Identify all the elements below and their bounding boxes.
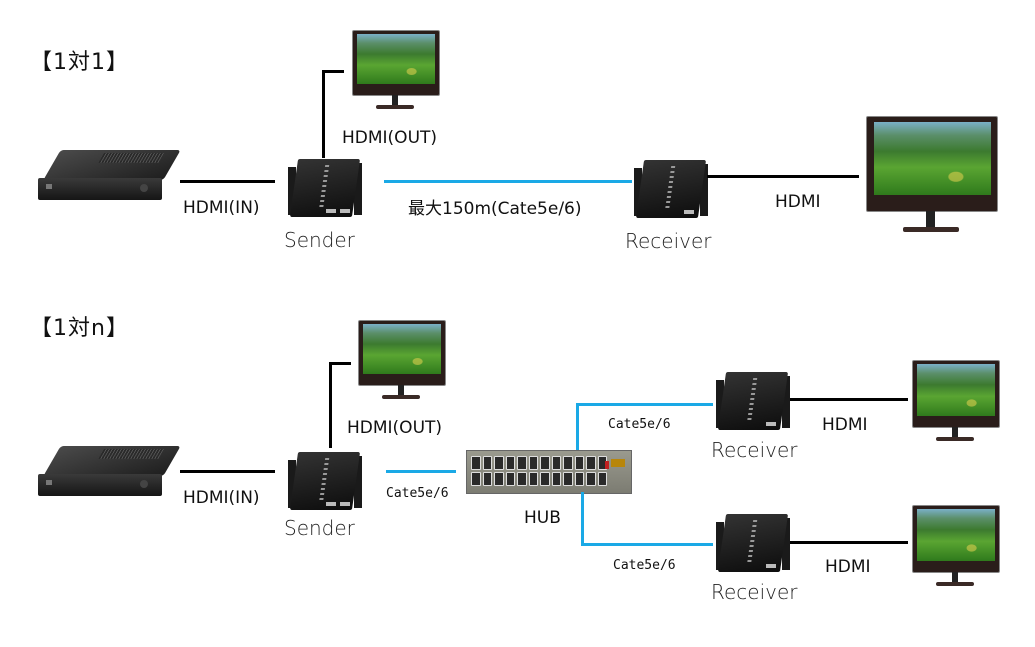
hub-port xyxy=(551,456,561,470)
hdmi-cable-receiver-2 xyxy=(790,541,908,544)
network-hub xyxy=(466,450,632,494)
receiver-label-1: Receiver xyxy=(711,438,798,462)
hub-port xyxy=(563,456,573,470)
receiver-device-2 xyxy=(716,510,796,580)
network-cable-receiver-2-vertical xyxy=(581,492,584,544)
network-cable xyxy=(384,180,632,183)
hub-port xyxy=(482,456,492,470)
hdmi-out-label: HDMI(OUT) xyxy=(342,128,438,148)
hdmi-out-cable-vertical xyxy=(322,70,325,158)
hub-port xyxy=(597,472,607,486)
section-title-1ton: 【1対n】 xyxy=(30,316,129,341)
monitor-receiver-2 xyxy=(912,505,1000,587)
source-player xyxy=(38,150,181,205)
sender-device xyxy=(288,448,368,518)
receiver-label-2: Receiver xyxy=(711,580,798,604)
cable-label-receiver-1: Cate5e/6 xyxy=(608,417,671,432)
hdmi-cable-receiver-1 xyxy=(790,398,908,401)
network-cable-receiver-1-vertical xyxy=(576,403,579,450)
hub-port xyxy=(586,456,596,470)
section-title-1to1: 【1対1】 xyxy=(30,50,129,75)
hub-port xyxy=(517,472,527,486)
hub-port xyxy=(574,456,584,470)
hub-port xyxy=(528,472,538,486)
network-cable-receiver-2-horizontal xyxy=(581,543,713,546)
local-monitor xyxy=(352,30,440,112)
source-player xyxy=(38,446,181,501)
hdmi-out-cable-vertical xyxy=(329,362,332,448)
cable-label-receiver-2: Cate5e/6 xyxy=(613,558,676,573)
hub-port xyxy=(494,472,504,486)
hub-port xyxy=(551,472,561,486)
monitor-receiver-1 xyxy=(912,360,1000,442)
hdmi-in-label: HDMI(IN) xyxy=(183,198,260,218)
hub-port xyxy=(563,472,573,486)
hub-port xyxy=(482,472,492,486)
hdmi-out-cable-horizontal xyxy=(322,70,344,73)
hdmi-in-cable xyxy=(180,470,275,473)
hdmi-out-label: HDMI(OUT) xyxy=(347,418,443,438)
hdmi-out-cable-horizontal xyxy=(329,362,351,365)
hub-port xyxy=(505,456,515,470)
hub-port xyxy=(528,456,538,470)
remote-monitor xyxy=(866,116,998,240)
network-cable-receiver-1-horizontal xyxy=(576,403,713,406)
hub-port xyxy=(517,456,527,470)
hub-port xyxy=(540,456,550,470)
hub-port xyxy=(540,472,550,486)
hdmi-cable-receiver xyxy=(707,175,859,178)
hub-port xyxy=(586,472,596,486)
cable-label-to-hub: Cate5e/6 xyxy=(386,486,449,501)
network-cable-to-hub xyxy=(386,470,456,473)
hub-label: HUB xyxy=(524,508,561,528)
hub-port xyxy=(471,472,481,486)
sender-label: Sender xyxy=(284,228,355,252)
receiver-device xyxy=(634,156,714,226)
hub-port xyxy=(494,456,504,470)
hdmi-label-receiver-2: HDMI xyxy=(825,557,871,577)
hub-port xyxy=(574,472,584,486)
hub-port xyxy=(471,456,481,470)
hdmi-in-label: HDMI(IN) xyxy=(183,488,260,508)
receiver-label: Receiver xyxy=(625,229,712,253)
hdmi-label-receiver-1: HDMI xyxy=(822,415,868,435)
hdmi-in-cable xyxy=(180,180,275,183)
local-monitor xyxy=(358,320,446,402)
hub-port xyxy=(505,472,515,486)
hdmi-label-receiver: HDMI xyxy=(775,192,821,212)
cable-distance-label: 最大150m(Cate5e/6) xyxy=(408,199,582,219)
sender-label: Sender xyxy=(284,516,355,540)
receiver-device-1 xyxy=(716,368,796,438)
sender-device xyxy=(288,155,368,225)
